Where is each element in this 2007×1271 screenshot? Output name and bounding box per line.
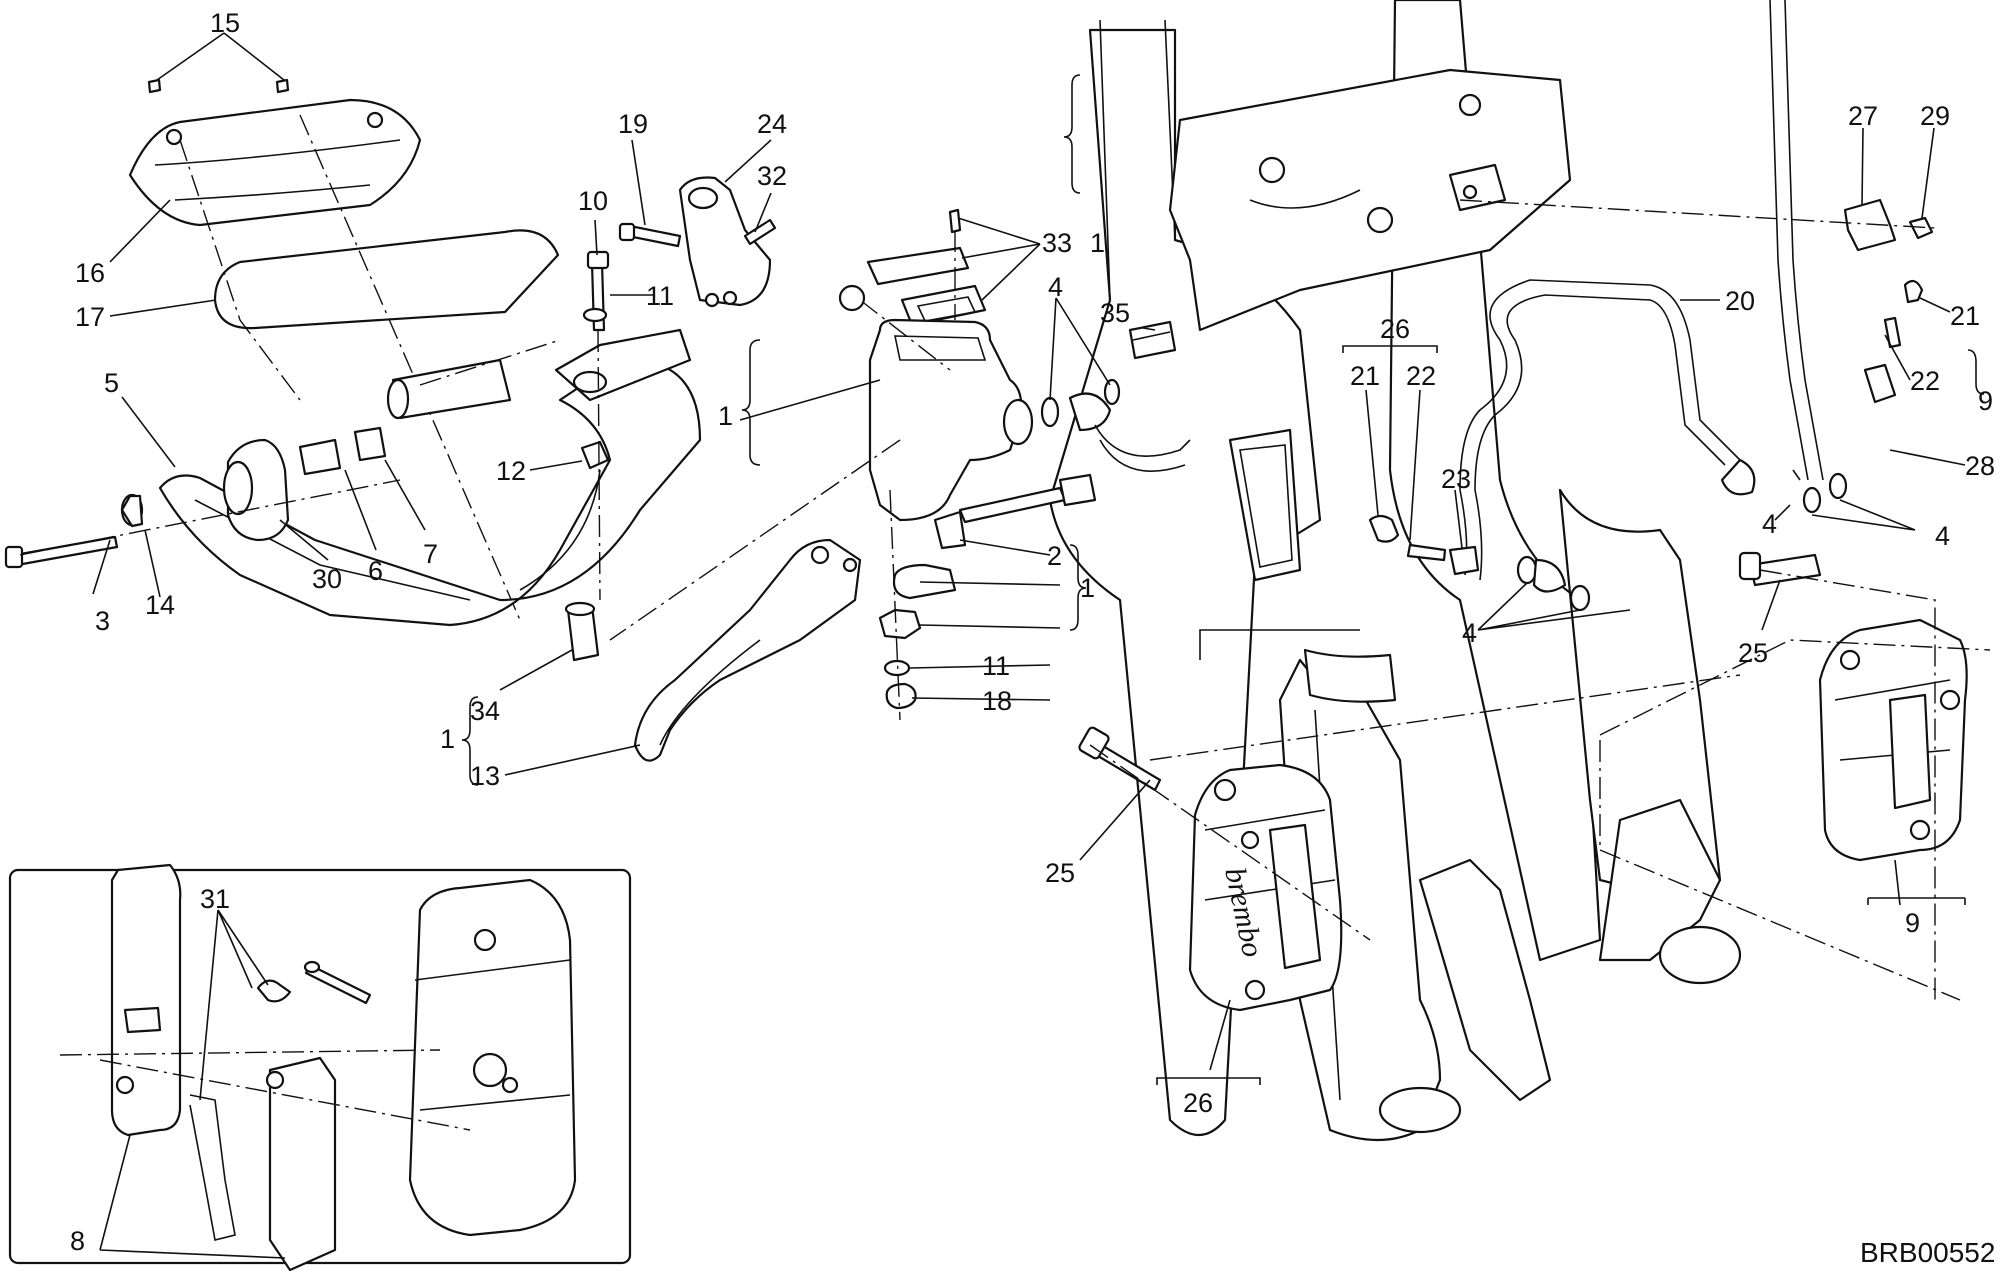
callout-25-right: 25	[1738, 638, 1768, 668]
callout-14: 14	[145, 590, 175, 620]
callout-4-middle: 4	[1462, 618, 1477, 648]
callout-4-top: 4	[1048, 272, 1063, 302]
callout-15: 15	[210, 8, 240, 38]
screw-15-a	[147, 78, 162, 94]
drawing-code: BRB00552	[1860, 1237, 1995, 1268]
brake-master-cylinder-group	[609, 176, 1191, 762]
callout-20: 20	[1725, 286, 1755, 316]
callout-16: 16	[75, 258, 105, 288]
callout-5: 5	[104, 368, 119, 398]
callout-30: 30	[312, 564, 342, 594]
bolt-3	[13, 535, 119, 567]
braces	[461, 74, 1985, 1085]
inset-frame	[8, 868, 632, 1265]
callout-32: 32	[757, 161, 787, 191]
master-cylinder-body	[868, 318, 1023, 522]
callout-19: 19	[618, 109, 648, 139]
callout-29: 29	[1920, 101, 1950, 131]
fairing-shell	[128, 98, 422, 227]
callout-27: 27	[1848, 101, 1878, 131]
callout-9-bottom: 9	[1905, 908, 1920, 938]
callout-4-right: 4	[1935, 521, 1950, 551]
callout-21-left: 21	[1350, 361, 1380, 391]
callout-23: 23	[1441, 464, 1471, 494]
callout-1-lever: 1	[440, 724, 455, 754]
callout-6: 6	[368, 556, 383, 586]
callout-17: 17	[75, 302, 105, 332]
callout-21-right: 21	[1950, 301, 1980, 331]
callout-28: 28	[1965, 451, 1995, 481]
callout-22-left: 22	[1406, 361, 1436, 391]
callout-10: 10	[578, 186, 608, 216]
callout-7: 7	[423, 539, 438, 569]
left-caliper	[1188, 763, 1343, 1012]
callout-1-cap: 1	[1090, 228, 1105, 258]
handlebar-clamp	[678, 176, 772, 307]
brake-hose-and-calipers: brembo	[1078, 198, 1991, 1012]
callout-11-upper: 11	[646, 281, 674, 311]
callout-33: 33	[1042, 228, 1072, 258]
handguard-group	[4, 250, 702, 662]
callout-34: 34	[470, 696, 500, 726]
callout-4-mid-right: 4	[1762, 509, 1777, 539]
handguard	[158, 363, 702, 627]
callout-18: 18	[982, 686, 1012, 716]
callout-25-left: 25	[1045, 858, 1075, 888]
callout-2: 2	[1047, 541, 1062, 571]
callout-1-body: 1	[718, 401, 733, 431]
callout-26-top: 26	[1380, 314, 1410, 344]
screw-15-b	[275, 78, 290, 94]
callout-24: 24	[757, 109, 787, 139]
callout-22-right: 22	[1910, 366, 1940, 396]
callout-3: 3	[95, 606, 110, 636]
callout-26-bottom: 26	[1183, 1088, 1213, 1118]
brake-pad-inset	[8, 863, 632, 1271]
callout-31: 31	[200, 884, 230, 914]
callout-13: 13	[470, 761, 500, 791]
headlight-fairing-group	[128, 78, 560, 621]
windscreen	[213, 229, 560, 330]
callout-11-lower: 11	[982, 651, 1010, 681]
callout-12: 12	[496, 456, 526, 486]
callout-9-top: 9	[1978, 386, 1993, 416]
callout-1-switch: 1	[1080, 573, 1095, 603]
front-fork-assembly	[1048, 0, 1824, 1142]
callout-35: 35	[1100, 298, 1130, 328]
callout-labels: 15 16 17 5 3 14 30 6 7 10 11 12 34 13 1 …	[70, 8, 1995, 1256]
callout-8: 8	[70, 1226, 85, 1256]
